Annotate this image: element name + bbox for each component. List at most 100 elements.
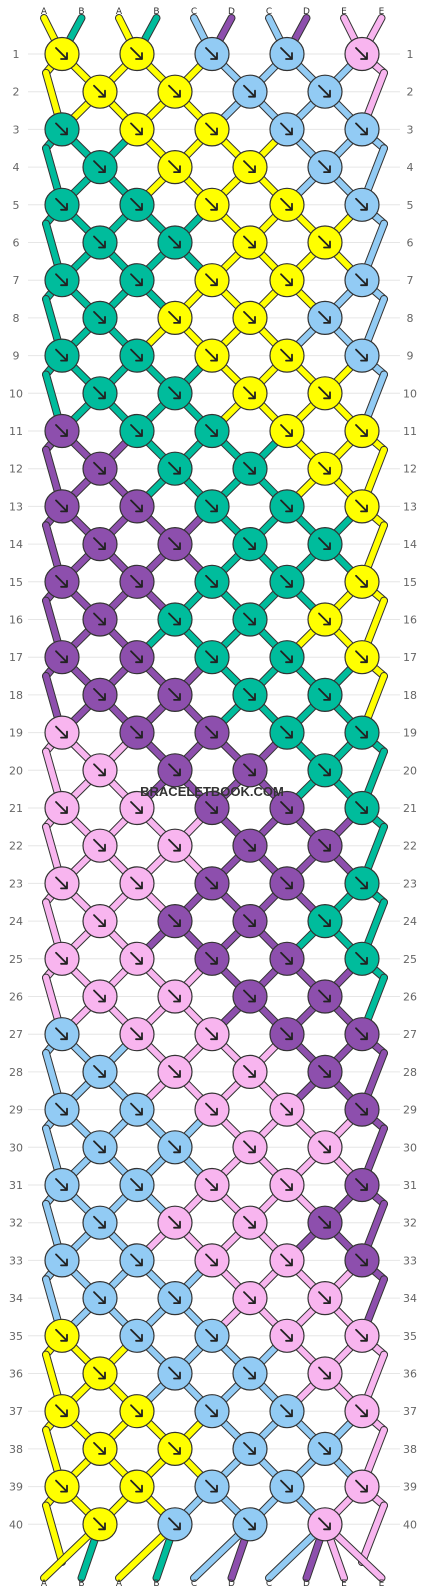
row-number-left: 3 bbox=[13, 123, 20, 136]
row-number-left: 35 bbox=[9, 1330, 23, 1343]
knot-arrow-icon bbox=[130, 47, 143, 60]
knot-arrow-icon bbox=[243, 688, 256, 701]
row-number-right: 37 bbox=[403, 1405, 417, 1418]
knot-arrow-icon bbox=[318, 838, 331, 852]
row-number-right: 7 bbox=[407, 274, 414, 287]
knot-arrow-icon bbox=[93, 989, 106, 1003]
row-number-right: 38 bbox=[403, 1443, 417, 1456]
knot-arrow-icon bbox=[318, 1065, 331, 1078]
knot-arrow-icon bbox=[55, 1328, 68, 1342]
knot-arrow-icon bbox=[205, 801, 218, 814]
knot-arrow-icon bbox=[318, 160, 331, 173]
string-letter-top: C bbox=[191, 7, 197, 17]
row-number-right: 36 bbox=[403, 1368, 417, 1381]
knot-arrow-icon bbox=[280, 650, 293, 664]
knot-arrow-icon bbox=[55, 1404, 68, 1418]
row-number-right: 31 bbox=[403, 1179, 417, 1192]
row-number-right: 11 bbox=[403, 425, 417, 438]
knot-arrow-icon bbox=[168, 914, 181, 927]
knot-arrow-icon bbox=[130, 348, 143, 362]
knot-arrow-icon bbox=[280, 801, 293, 814]
knot-arrow-icon bbox=[55, 122, 68, 136]
knot-arrow-icon bbox=[168, 1517, 181, 1531]
knot-arrow-icon bbox=[205, 574, 218, 588]
row-number-right: 14 bbox=[403, 538, 417, 551]
knot-arrow-icon bbox=[93, 1517, 106, 1531]
knot-arrow-icon bbox=[168, 537, 181, 550]
row-number-left: 37 bbox=[9, 1405, 23, 1418]
knot-arrow-icon bbox=[93, 461, 106, 475]
knot-arrow-icon bbox=[318, 311, 331, 324]
knot-arrow-icon bbox=[205, 424, 218, 437]
knot-arrow-icon bbox=[318, 1215, 331, 1229]
knot-arrow-icon bbox=[130, 1178, 143, 1191]
knot-arrow-icon bbox=[93, 838, 106, 852]
knot-arrow-icon bbox=[318, 989, 331, 1003]
knot-arrow-icon bbox=[318, 461, 331, 475]
knot-arrow-icon bbox=[355, 499, 368, 513]
knot-arrow-icon bbox=[55, 197, 68, 211]
row-number-right: 2 bbox=[407, 86, 414, 99]
knot-arrow-icon bbox=[318, 612, 331, 626]
string-letter-bottom: E bbox=[341, 1579, 347, 1589]
string-letter-top: B bbox=[153, 7, 159, 17]
row-number-right: 32 bbox=[403, 1217, 417, 1230]
knot-arrow-icon bbox=[280, 1178, 293, 1191]
string-letter-bottom: E bbox=[379, 1579, 385, 1589]
knot-arrow-icon bbox=[130, 1027, 143, 1041]
row-number-right: 30 bbox=[403, 1141, 417, 1154]
knot-arrow-icon bbox=[280, 1253, 293, 1267]
row-number-right: 4 bbox=[407, 161, 414, 174]
knot-arrow-icon bbox=[355, 348, 368, 362]
knot-arrow-icon bbox=[318, 1366, 331, 1380]
row-number-left: 13 bbox=[9, 500, 23, 513]
knot-arrow-icon bbox=[205, 122, 218, 136]
knot-arrow-icon bbox=[205, 1479, 218, 1493]
knot-arrow-icon bbox=[355, 1253, 368, 1267]
knot-arrow-icon bbox=[93, 688, 106, 701]
knot-arrow-icon bbox=[168, 1065, 181, 1078]
row-number-right: 8 bbox=[407, 312, 414, 325]
knot-arrow-icon bbox=[55, 424, 68, 437]
knot-arrow-icon bbox=[93, 311, 106, 324]
thread-segment bbox=[359, 1502, 387, 1565]
knot-arrow-icon bbox=[205, 1178, 218, 1191]
knot-arrow-icon bbox=[280, 197, 293, 211]
string-letter-bottom: B bbox=[153, 1579, 159, 1589]
knot-arrow-icon bbox=[280, 424, 293, 437]
knot-arrow-icon bbox=[55, 499, 68, 513]
row-number-left: 17 bbox=[9, 651, 23, 664]
row-number-right: 26 bbox=[403, 991, 417, 1004]
knot-arrow-icon bbox=[168, 461, 181, 475]
knot-arrow-icon bbox=[168, 84, 181, 98]
knot-arrow-icon bbox=[243, 838, 256, 852]
knot-arrow-icon bbox=[355, 650, 368, 664]
knot-arrow-icon bbox=[55, 876, 68, 890]
knot-arrow-icon bbox=[168, 160, 181, 173]
knot-arrow-icon bbox=[130, 122, 143, 136]
row-number-right: 18 bbox=[403, 689, 417, 702]
knot-arrow-icon bbox=[130, 197, 143, 211]
row-number-left: 11 bbox=[9, 425, 23, 438]
knot-arrow-icon bbox=[93, 1442, 106, 1455]
knot-arrow-icon bbox=[55, 951, 68, 965]
knot-arrow-icon bbox=[205, 876, 218, 890]
knot-arrow-icon bbox=[55, 1253, 68, 1267]
knot-arrow-icon bbox=[55, 574, 68, 588]
row-number-left: 30 bbox=[9, 1141, 23, 1154]
row-number-right: 35 bbox=[403, 1330, 417, 1343]
knot-arrow-icon bbox=[93, 537, 106, 550]
knot-arrow-icon bbox=[355, 122, 368, 136]
row-number-right: 23 bbox=[403, 877, 417, 890]
knot-arrow-icon bbox=[205, 650, 218, 664]
row-number-right: 13 bbox=[403, 500, 417, 513]
row-number-right: 15 bbox=[403, 576, 417, 589]
knot-arrow-icon bbox=[318, 763, 331, 777]
knot-arrow-icon bbox=[355, 951, 368, 965]
knot-arrow-icon bbox=[205, 1328, 218, 1342]
knot-arrow-icon bbox=[93, 1140, 106, 1154]
knot-arrow-icon bbox=[130, 1102, 143, 1116]
knot-arrow-icon bbox=[280, 951, 293, 965]
knot-arrow-icon bbox=[205, 273, 218, 287]
row-number-left: 26 bbox=[9, 991, 23, 1004]
